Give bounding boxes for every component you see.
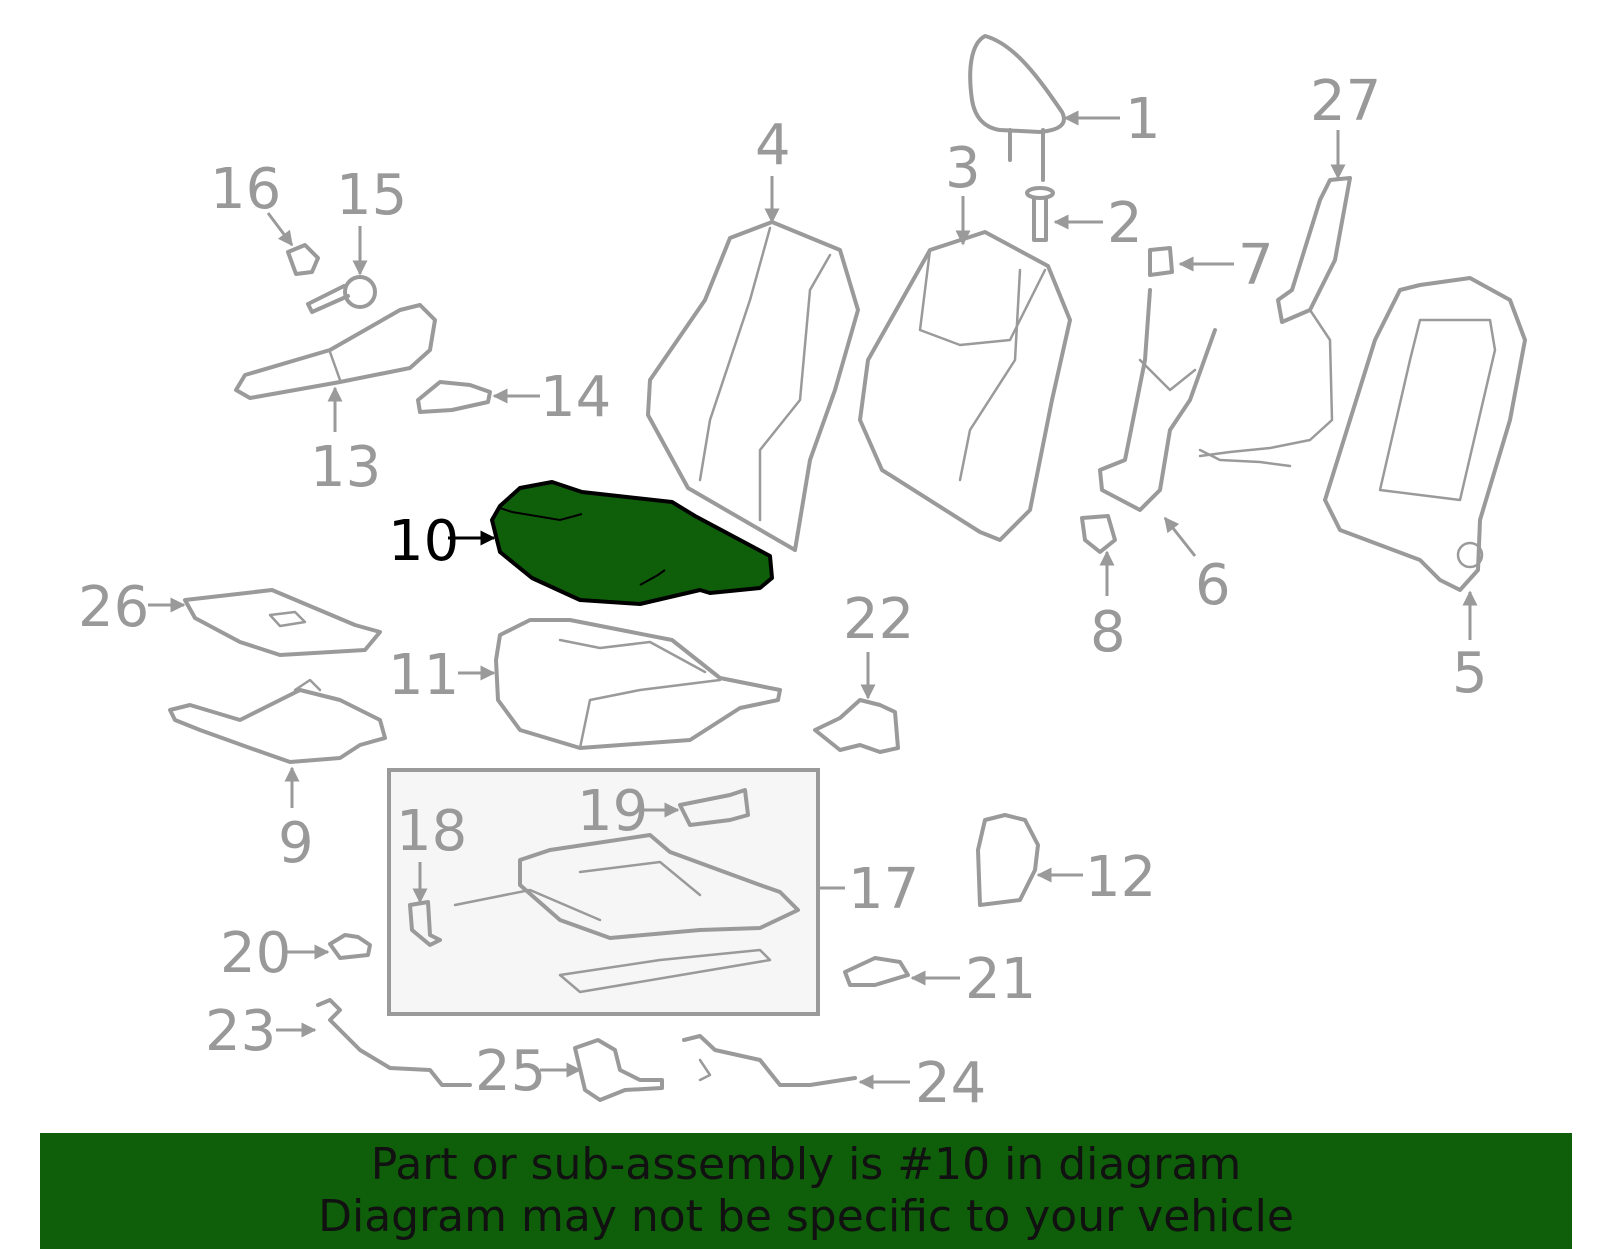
info-banner: Part or sub-assembly is #10 in diagram D… bbox=[40, 1133, 1572, 1249]
callout-17[interactable]: 17 bbox=[848, 857, 919, 922]
part-24-wire-harness[interactable] bbox=[682, 1034, 857, 1087]
callout-leaders bbox=[148, 110, 1478, 1090]
callout-labels: 1 2 3 4 5 6 7 8 9 10 11 12 13 14 15 16 1… bbox=[78, 69, 1488, 1116]
part-1-headrest[interactable] bbox=[968, 34, 1066, 182]
part-11-seat-cushion-cover[interactable] bbox=[494, 618, 782, 750]
callout-3[interactable]: 3 bbox=[945, 136, 981, 201]
callout-12[interactable]: 12 bbox=[1085, 845, 1156, 910]
callout-7[interactable]: 7 bbox=[1238, 233, 1274, 298]
part-19-bracket[interactable] bbox=[678, 788, 750, 827]
callout-26[interactable]: 26 bbox=[78, 575, 149, 640]
part-10-seat-cushion-pad[interactable] bbox=[490, 480, 774, 606]
callout-15[interactable]: 15 bbox=[336, 163, 407, 228]
part-3-seatback-cover[interactable] bbox=[858, 230, 1072, 542]
banner-line-part: Part or sub-assembly is #10 in diagram bbox=[370, 1139, 1242, 1190]
callout-6[interactable]: 6 bbox=[1195, 553, 1231, 618]
callout-8[interactable]: 8 bbox=[1090, 600, 1126, 665]
part-21-cover[interactable] bbox=[843, 956, 910, 987]
callout-4[interactable]: 4 bbox=[755, 113, 791, 178]
callout-18[interactable]: 18 bbox=[396, 799, 467, 864]
part-15-lever[interactable] bbox=[306, 275, 377, 314]
part-5-seatback-frame[interactable] bbox=[1323, 276, 1527, 592]
part-23-cable[interactable] bbox=[316, 998, 472, 1087]
part-26-cushion-pan[interactable] bbox=[183, 588, 382, 657]
part-14-bracket[interactable] bbox=[416, 380, 492, 414]
part-4-seatback-pad[interactable] bbox=[646, 220, 860, 552]
callout-27[interactable]: 27 bbox=[1310, 69, 1381, 134]
banner-line-disclaimer: Diagram may not be specific to your vehi… bbox=[318, 1191, 1294, 1242]
part-22-bracket[interactable] bbox=[813, 698, 900, 754]
part-12-cover[interactable] bbox=[976, 813, 1040, 907]
callout-14[interactable]: 14 bbox=[540, 365, 611, 430]
part-8-clip[interactable] bbox=[1080, 514, 1117, 554]
part-25-bracket[interactable] bbox=[573, 1038, 664, 1102]
callout-1[interactable]: 1 bbox=[1125, 87, 1161, 152]
part-27-side-airbag[interactable] bbox=[1198, 176, 1352, 468]
part-18-bracket[interactable] bbox=[408, 900, 442, 947]
callout-22[interactable]: 22 bbox=[843, 587, 914, 652]
part-6-bracket[interactable] bbox=[1098, 288, 1217, 512]
callout-21[interactable]: 21 bbox=[965, 947, 1036, 1012]
callout-11[interactable]: 11 bbox=[388, 643, 459, 708]
callout-23[interactable]: 23 bbox=[205, 999, 276, 1064]
callout-24[interactable]: 24 bbox=[915, 1051, 986, 1116]
callout-5[interactable]: 5 bbox=[1452, 641, 1488, 706]
callout-20[interactable]: 20 bbox=[220, 921, 291, 986]
part-16-knob[interactable] bbox=[286, 243, 320, 276]
part-9-wire-harness[interactable] bbox=[168, 678, 387, 764]
part-13-side-cover[interactable] bbox=[234, 303, 437, 400]
part-7-clip[interactable] bbox=[1148, 246, 1174, 277]
callout-13[interactable]: 13 bbox=[310, 435, 381, 500]
callout-19[interactable]: 19 bbox=[577, 779, 648, 844]
callout-9[interactable]: 9 bbox=[278, 811, 314, 876]
part-20-clip[interactable] bbox=[328, 933, 372, 960]
callout-16[interactable]: 16 bbox=[210, 157, 281, 222]
part-2-headrest-guide[interactable] bbox=[1025, 186, 1055, 242]
callout-2[interactable]: 2 bbox=[1107, 191, 1143, 256]
callout-10[interactable]: 10 bbox=[388, 509, 459, 574]
callout-25[interactable]: 25 bbox=[475, 1039, 546, 1104]
